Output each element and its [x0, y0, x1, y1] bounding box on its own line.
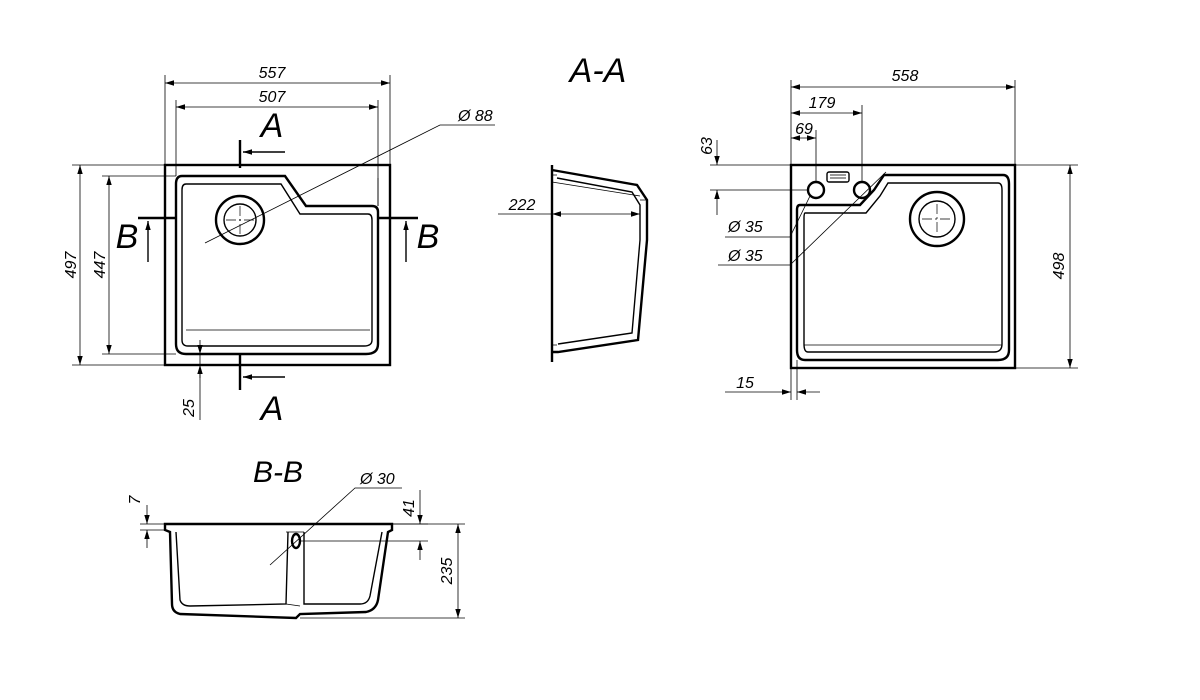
section-bb-title: B-B: [253, 456, 303, 489]
section-aa: A-A 222: [498, 52, 649, 362]
section-bb-divider-base: [285, 603, 301, 607]
top-view-bowl-outline: [174, 174, 380, 356]
bottom-view-bowl: [795, 173, 1011, 362]
section-bb: B-B Ø 30 7 41 235: [127, 456, 465, 620]
bottom-view-outer: [789, 163, 1017, 370]
dim-179: 179: [809, 95, 836, 112]
dim-35-a: Ø 35: [727, 219, 763, 236]
dim-15: 15: [736, 375, 754, 392]
section-aa-title: A-A: [568, 52, 627, 90]
dim-69: 69: [795, 121, 813, 138]
dim-497: 497: [63, 251, 80, 279]
bottom-view: 558 179 69 63 Ø 35 Ø 35 498 15: [699, 68, 1078, 400]
dim-30: Ø 30: [359, 471, 395, 488]
leader-88: [204, 124, 495, 244]
cut-b-label-right: B: [417, 218, 440, 256]
section-aa-inner: [556, 177, 641, 345]
leader-35-a: [725, 195, 811, 238]
dim-507: 507: [259, 89, 287, 106]
section-bb-outer: [163, 522, 394, 620]
tap-hole-1: [806, 180, 826, 200]
overflow-slot: [826, 171, 850, 183]
top-view-bowl-inner: [181, 183, 373, 347]
bottom-view-bowl-inner: [803, 182, 1003, 353]
dim-558: 558: [892, 68, 919, 85]
cut-a-label-bottom: A: [259, 390, 284, 428]
dim-498: 498: [1051, 253, 1068, 280]
top-view: 557 507 497 447 25 Ø 88 A A B: [63, 65, 495, 428]
dim-222: 222: [508, 197, 536, 214]
dim-557: 557: [259, 65, 287, 82]
drain-outer: [214, 194, 266, 246]
cut-b-label-left: B: [116, 218, 139, 256]
leader-30: [269, 487, 402, 566]
section-aa-rim: [551, 174, 647, 346]
top-view-outer-rim: [163, 163, 392, 367]
leader-35-b: [718, 171, 887, 266]
drain-inner: [223, 203, 257, 237]
dim-235: 235: [439, 558, 456, 586]
dim-35-b: Ø 35: [727, 248, 763, 265]
dim-25: 25: [181, 399, 198, 418]
dim-447: 447: [92, 251, 109, 279]
drain-outer-right: [908, 190, 966, 248]
section-aa-outer: [550, 165, 649, 362]
dim-41: 41: [401, 499, 418, 517]
cut-a-label-top: A: [259, 107, 284, 145]
dim-7: 7: [127, 494, 144, 504]
section-bb-inner: [175, 531, 383, 607]
dim-63: 63: [699, 137, 716, 155]
drain-inner-right: [918, 200, 956, 238]
dim-88: Ø 88: [457, 108, 493, 125]
